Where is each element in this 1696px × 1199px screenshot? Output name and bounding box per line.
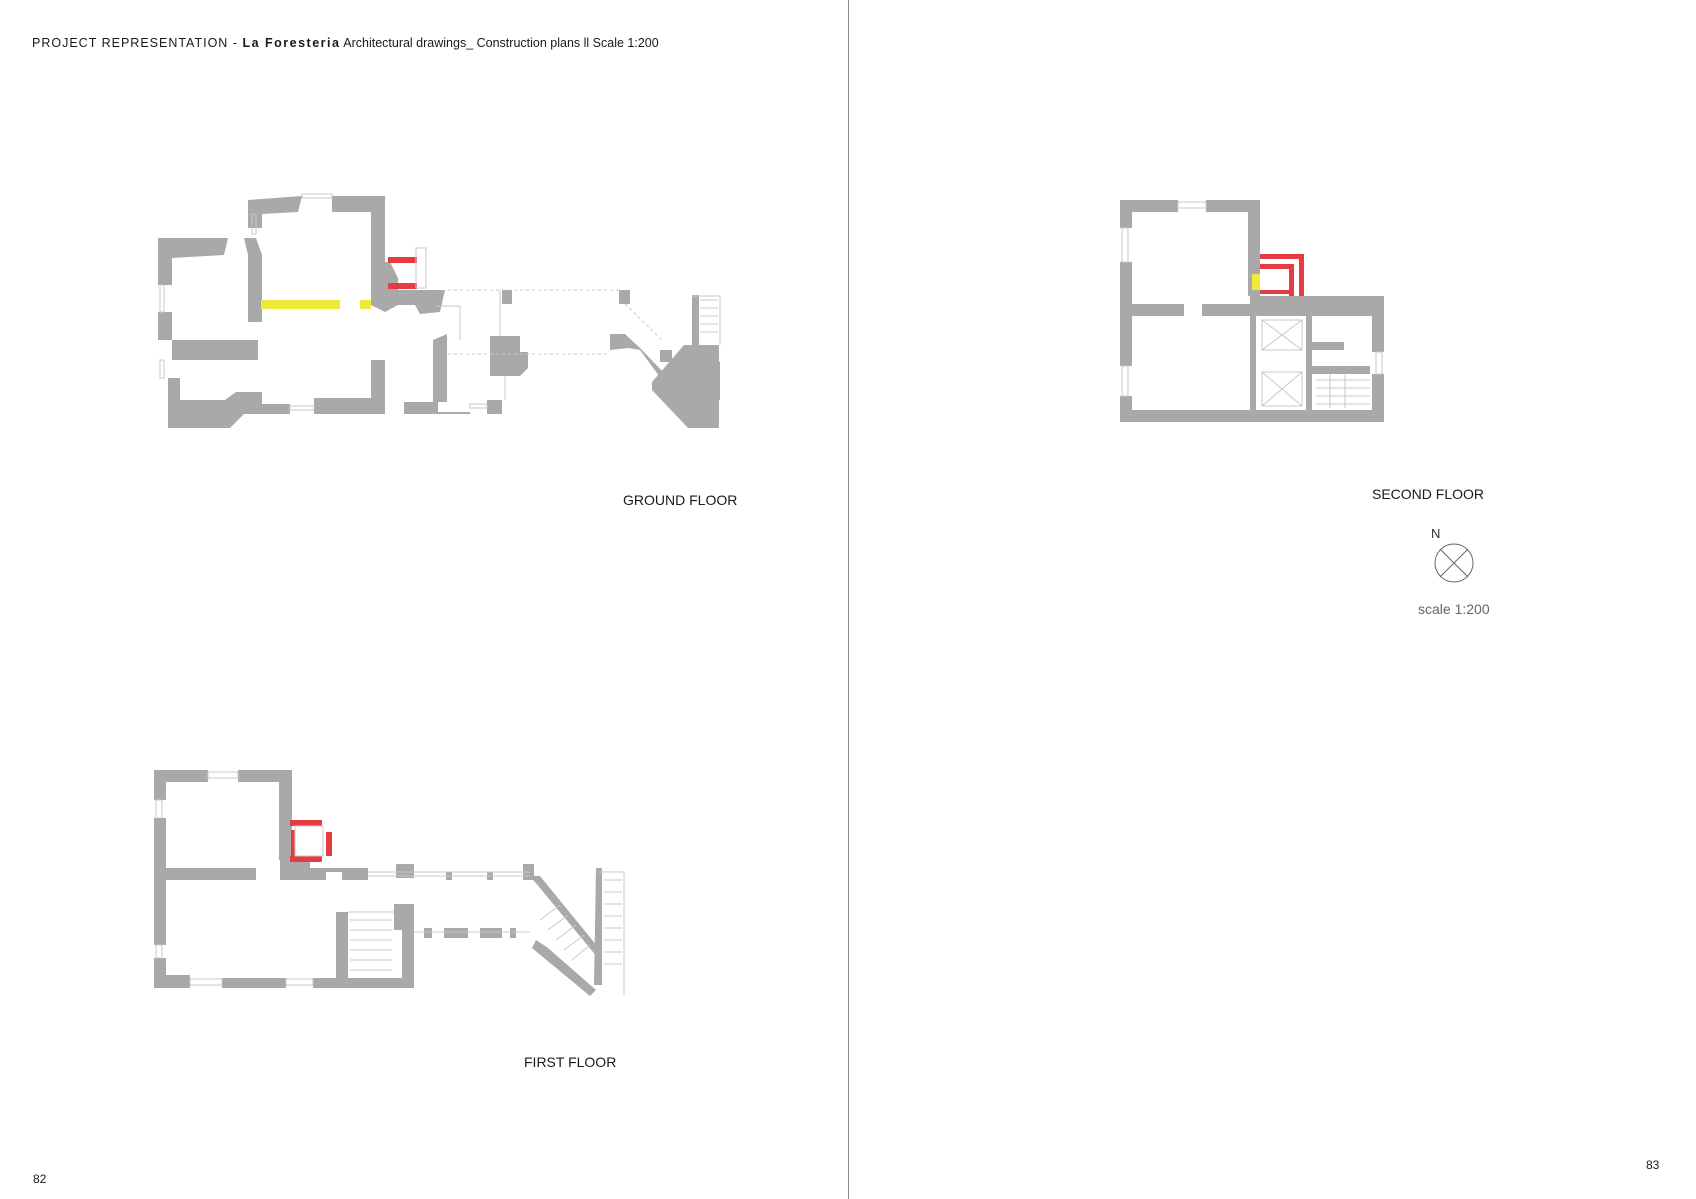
- ground-floor-wall: [158, 238, 228, 285]
- ground-floor-wall: [652, 345, 719, 428]
- header-section: PROJECT REPRESENTATION -: [32, 36, 243, 50]
- first-floor-new-structure: [290, 820, 322, 826]
- second-floor-wall: [1312, 342, 1344, 350]
- ground-floor-wall: [248, 196, 302, 228]
- ground-floor-removed: [261, 300, 340, 309]
- ground-floor-wall: [404, 402, 438, 414]
- first-floor-wall: [396, 864, 414, 878]
- second-floor-wall: [1206, 200, 1260, 296]
- first-floor-wall: [444, 928, 468, 938]
- second-floor-wall: [1120, 200, 1178, 228]
- ground-floor-wall: [332, 196, 385, 262]
- second-floor-new-structure: [1260, 264, 1294, 269]
- scale-note: scale 1:200: [1418, 601, 1490, 617]
- page-number-right: 83: [1646, 1158, 1660, 1172]
- ground-floor-wall: [371, 262, 398, 312]
- ground-floor-wall: [433, 334, 447, 402]
- first-floor-new-structure: [291, 830, 295, 856]
- first-floor-wall: [394, 904, 414, 988]
- first-floor-wall: [313, 978, 414, 988]
- ground-floor-wall: [487, 400, 502, 414]
- ground-floor-new-structure: [388, 257, 417, 263]
- ground-floor-wall: [244, 238, 262, 322]
- ground-floor-plan: [158, 196, 720, 428]
- second-floor-plan: [1120, 200, 1384, 422]
- first-floor-wall: [154, 770, 208, 800]
- first-floor-wall: [480, 928, 502, 938]
- second-floor-wall: [1306, 316, 1312, 410]
- first-floor-wall: [510, 928, 516, 938]
- second-floor-linework: [1121, 201, 1383, 408]
- ground-floor-wall: [490, 336, 528, 376]
- page-number-left: 82: [33, 1172, 47, 1186]
- page-spread-divider: [848, 0, 849, 1199]
- second-floor-wall: [1250, 316, 1256, 410]
- header-project: La Foresteria: [242, 36, 341, 50]
- ground-floor-wall: [692, 295, 699, 366]
- ground-floor-wall: [371, 360, 385, 398]
- ground-floor-wall: [660, 350, 672, 362]
- north-arrow-icon: [1434, 543, 1474, 583]
- first-floor-wall: [222, 978, 286, 988]
- second-floor-new-structure: [1260, 254, 1304, 259]
- second-floor-new-structure: [1299, 254, 1304, 296]
- second-floor-wall: [1120, 374, 1384, 422]
- first-floor-wall: [594, 868, 602, 985]
- first-floor-plan: [154, 770, 602, 996]
- second-floor-label: SECOND FLOOR: [1372, 486, 1485, 502]
- first-floor-wall: [280, 860, 368, 880]
- first-floor-wall: [154, 818, 256, 945]
- ground-floor-wall: [502, 290, 512, 304]
- first-floor-wall: [336, 912, 348, 978]
- ground-floor-wall: [398, 290, 445, 314]
- ground-floor-wall: [314, 398, 385, 414]
- header-subtitle: Architectural drawings_ Construction pla…: [340, 36, 659, 50]
- ground-floor-wall: [158, 312, 172, 340]
- first-floor-new-structure: [326, 832, 332, 856]
- ground-floor-new-structure: [388, 283, 417, 289]
- ground-floor-wall: [168, 392, 290, 428]
- ground-floor-wall: [172, 340, 258, 360]
- north-letter: N: [1431, 526, 1441, 541]
- second-floor-new-structure: [1289, 264, 1294, 296]
- ground-floor-wall: [168, 378, 180, 400]
- first-floor-label: FIRST FLOOR: [524, 1054, 617, 1070]
- first-floor-wall: [238, 770, 292, 860]
- second-floor-wall: [1312, 366, 1370, 374]
- second-floor-removed: [1252, 274, 1260, 290]
- second-floor-wall: [1202, 296, 1384, 352]
- first-floor-new-structure: [290, 856, 322, 862]
- ground-floor-wall: [619, 290, 630, 304]
- ground-floor-linework: [159, 193, 721, 411]
- first-floor-wall: [166, 975, 190, 988]
- first-floor-wall: [532, 940, 596, 996]
- ground-floor-label: GROUND FLOOR: [623, 492, 738, 508]
- second-floor-wall: [1120, 262, 1184, 366]
- ground-floor-removed: [360, 300, 371, 309]
- second-floor-new-structure: [1260, 290, 1294, 294]
- first-floor-wall: [154, 958, 166, 988]
- first-floor-wall: [424, 928, 432, 938]
- first-floor-linework: [155, 771, 625, 996]
- page-header: PROJECT REPRESENTATION - La Foresteria A…: [32, 36, 659, 50]
